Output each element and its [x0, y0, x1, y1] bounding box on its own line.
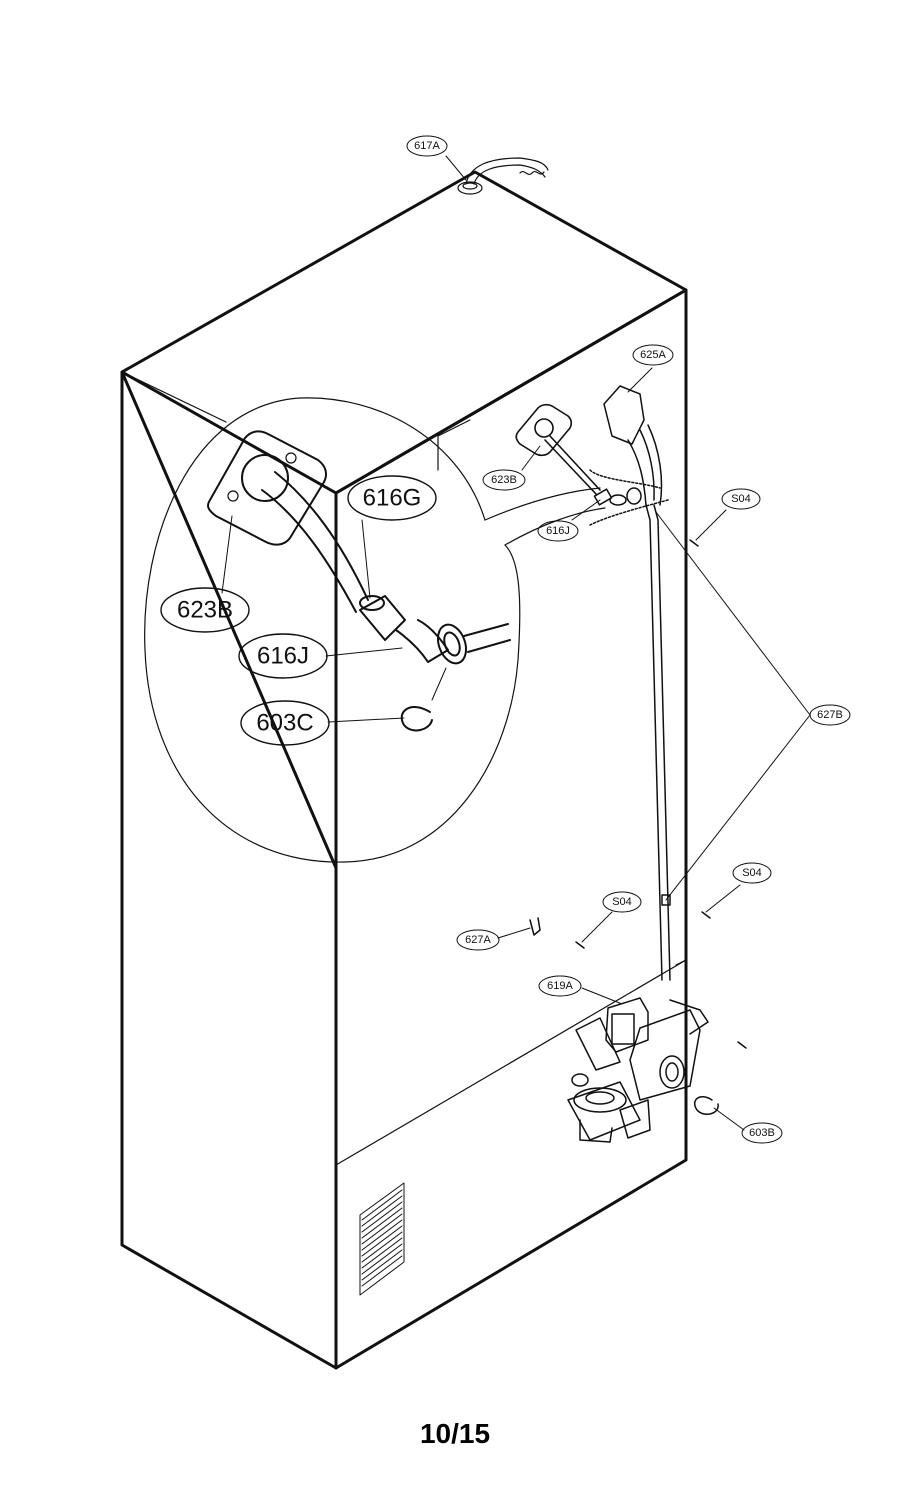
- callout-s04-low: S04: [612, 896, 632, 908]
- detail-tube-616g: [261, 471, 369, 613]
- detail-clip-603c: [400, 706, 433, 732]
- refrigerator-cabinet: [120, 170, 688, 1370]
- callout-616j: 616J: [546, 525, 570, 537]
- ring-603b: [693, 1096, 719, 1115]
- callout-625a: 625A: [640, 349, 666, 361]
- detail-callout-616j: 616J: [257, 643, 309, 670]
- bracket-623b: [515, 403, 601, 495]
- callout-627b: 627B: [817, 709, 843, 721]
- detail-callout-603c: 603C: [256, 710, 313, 737]
- screw-s04-mid: [701, 911, 711, 919]
- detail-elbow-616j: [359, 595, 511, 665]
- screw-valve: [737, 1041, 747, 1049]
- leader-lines: [221, 155, 811, 1131]
- screw-s04-top: [689, 539, 699, 547]
- detail-callout-623b: 623B: [177, 597, 233, 624]
- callout-617a: 617A: [414, 140, 440, 152]
- vent-grille: [359, 1182, 405, 1296]
- detail-bracket-623b: [207, 430, 327, 546]
- grommet-617a: [457, 157, 549, 195]
- water-line-assembly: [589, 385, 671, 981]
- callout-s04-top: S04: [731, 493, 751, 505]
- callout-623b: 623B: [491, 474, 517, 486]
- water-valve-619a: [567, 997, 709, 1143]
- callout-ovals: [406, 135, 851, 1144]
- detail-callout-616g: 616G: [363, 485, 422, 512]
- detail-magnifier: [144, 397, 606, 863]
- page-number: 10/15: [419, 1418, 491, 1449]
- detail-callout-ovals: [160, 475, 437, 746]
- callout-619a: 619A: [547, 980, 573, 992]
- clamp-627a: [529, 917, 541, 936]
- callout-603b: 603B: [749, 1127, 775, 1139]
- callout-s04-mid: S04: [742, 867, 762, 879]
- screw-s04-low: [575, 941, 585, 949]
- callout-627a: 627A: [465, 934, 491, 946]
